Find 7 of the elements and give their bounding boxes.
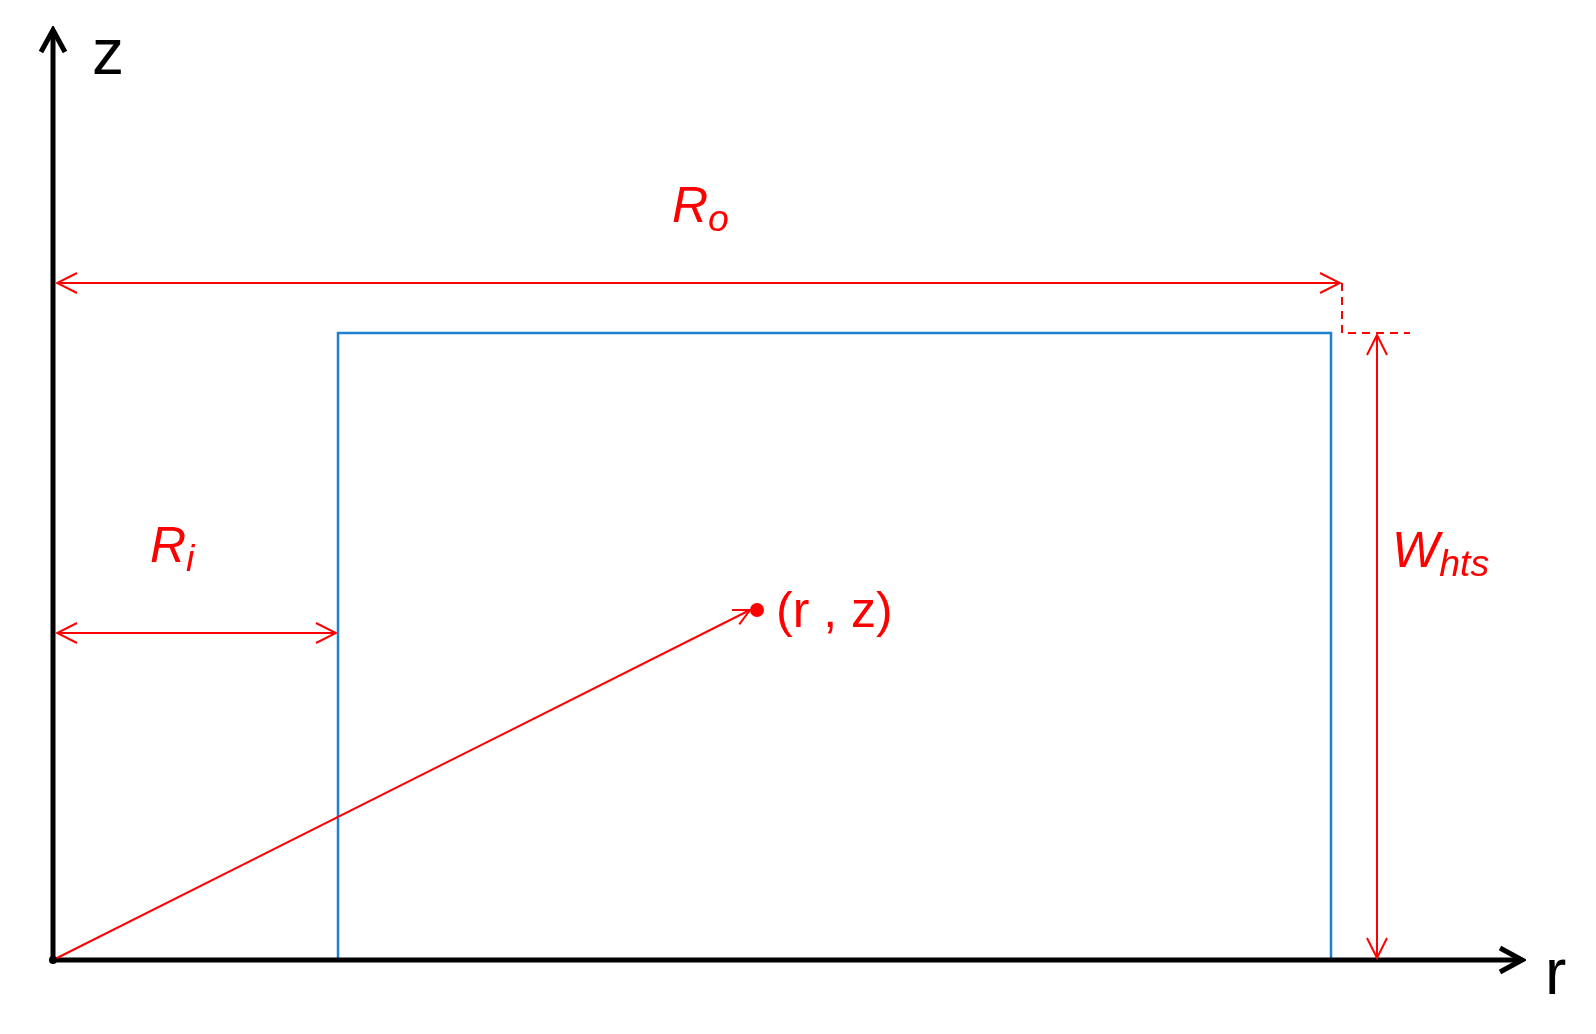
dimension-label: R$_{i}$	[150, 520, 195, 570]
axis-label: r	[1545, 940, 1567, 1004]
point-label: (r , z)	[776, 585, 893, 635]
dimension-label: W$_{hts}$	[1392, 525, 1490, 575]
dimension-label: R$_{o}$	[672, 180, 729, 230]
axis-label: z	[92, 20, 124, 84]
origin-point	[49, 956, 57, 964]
